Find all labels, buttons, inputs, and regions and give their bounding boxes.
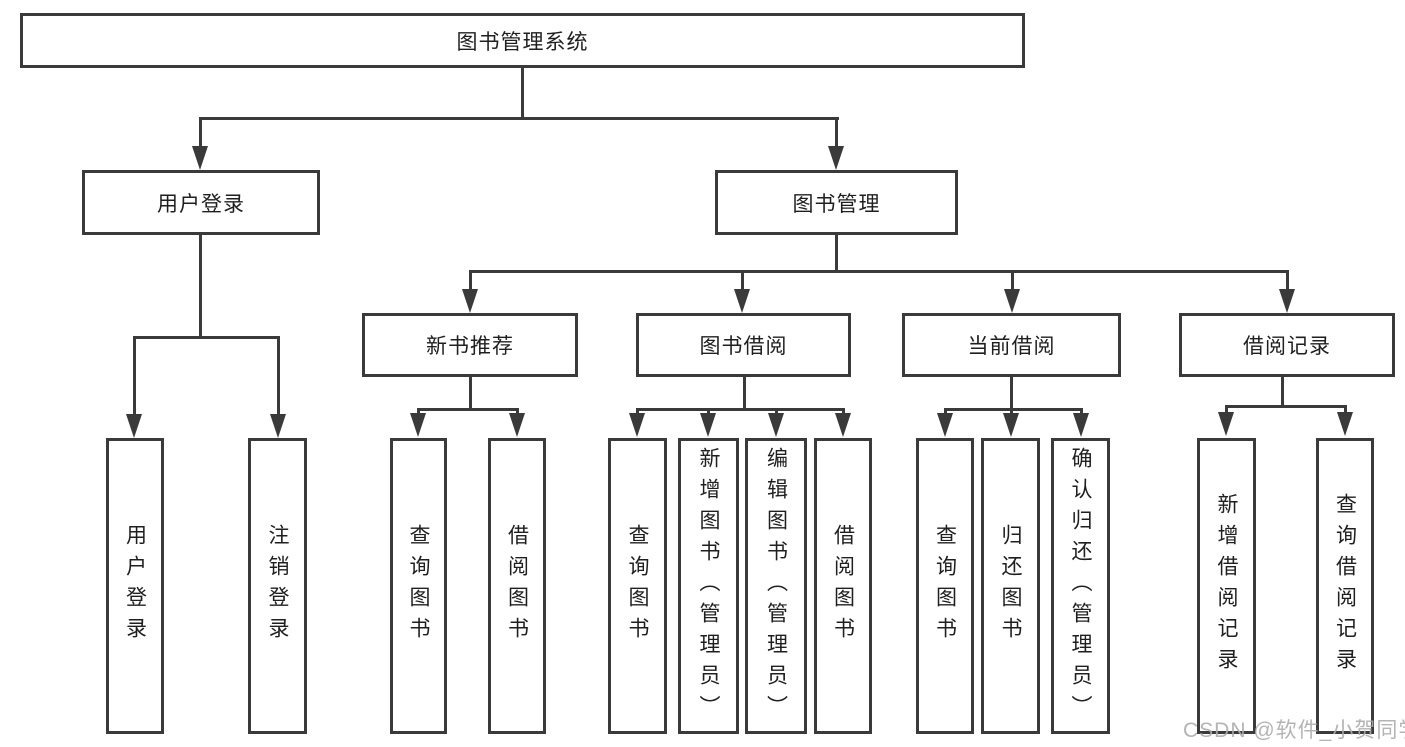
leaf-borrow-edit-book-admin: 编辑图书（管理员） [745, 438, 807, 734]
connector-line [1281, 377, 1284, 407]
leaf-borrow-query-book-label: 查询图书 [626, 524, 649, 648]
arrow-down-icon [629, 413, 645, 437]
leaf-borrow-query-book: 查询图书 [608, 438, 667, 734]
leaf-borrow-add-book-admin: 新增图书（管理员） [678, 438, 739, 734]
node-root: 图书管理系统 [20, 13, 1025, 68]
node-root-label: 图书管理系统 [456, 30, 589, 54]
connector-line [417, 408, 519, 411]
leaf-current-confirm-return-admin-label: 确认归还（管理员） [1069, 446, 1092, 726]
connector-line [1225, 405, 1228, 418]
arrow-down-icon [1279, 289, 1295, 313]
node-book-borrow-label: 图书借阅 [699, 335, 788, 358]
connector-line [743, 377, 746, 410]
leaf-records-query-record-label: 查询借阅记录 [1333, 493, 1357, 679]
leaf-newbook-query-book-label: 查询图书 [407, 524, 430, 648]
connector-line [199, 117, 839, 120]
connector-line [835, 235, 838, 272]
arrow-down-icon [828, 146, 844, 170]
connector-line [521, 68, 524, 119]
node-borrow-records-label: 借阅记录 [1243, 335, 1331, 358]
leaf-borrow-edit-book-admin-label: 编辑图书（管理员） [764, 446, 788, 726]
connector-line [944, 408, 1082, 411]
arrow-down-icon [1337, 412, 1353, 436]
node-current-borrow-label: 当前借阅 [967, 335, 1056, 358]
arrow-down-icon [509, 413, 525, 437]
connector-line [1011, 270, 1014, 295]
node-book-management-label: 图书管理 [792, 192, 881, 216]
leaf-current-return-book: 归还图书 [981, 438, 1040, 734]
leaf-records-add-record-label: 新增借阅记录 [1215, 493, 1238, 679]
connector-line [1225, 405, 1347, 408]
leaf-current-confirm-return-admin: 确认归还（管理员） [1051, 438, 1110, 734]
node-book-management: 图书管理 [715, 170, 958, 235]
connector-line [469, 270, 472, 295]
leaf-current-query-book-label: 查询图书 [933, 524, 957, 648]
node-current-borrow: 当前借阅 [902, 313, 1121, 377]
node-new-book-recommend-label: 新书推荐 [426, 335, 514, 358]
connector-line [1286, 270, 1289, 295]
node-user-login-label: 用户登录 [157, 192, 245, 216]
leaf-user-login: 用户登录 [106, 438, 164, 734]
arrow-down-icon [1073, 413, 1089, 437]
leaf-newbook-query-book: 查询图书 [390, 438, 447, 734]
node-user-login: 用户登录 [82, 170, 320, 235]
connector-line [741, 270, 744, 295]
arrow-down-icon [1004, 289, 1020, 313]
node-new-book-recommend: 新书推荐 [362, 313, 578, 377]
leaf-records-add-record: 新增借阅记录 [1197, 438, 1256, 734]
arrow-down-icon [270, 414, 286, 438]
leaf-records-query-record: 查询借阅记录 [1316, 438, 1374, 734]
connector-line [469, 377, 472, 410]
connector-line [469, 270, 1289, 273]
leaf-borrow-add-book-admin-label: 新增图书（管理员） [697, 446, 720, 726]
connector-line [277, 336, 280, 420]
watermark: CSDN @软件_小贺同学 [1183, 719, 1405, 742]
leaf-newbook-borrow-book-label: 借阅图书 [505, 524, 529, 648]
connector-line [1010, 377, 1013, 410]
leaf-current-query-book: 查询图书 [916, 438, 974, 734]
arrow-down-icon [768, 413, 784, 437]
leaf-logout-login-label: 注销登录 [266, 524, 289, 648]
connector-line [636, 408, 845, 411]
arrow-down-icon [192, 146, 208, 170]
connector-line [133, 336, 136, 420]
arrow-down-icon [700, 413, 716, 437]
node-book-borrow: 图书借阅 [636, 313, 851, 377]
connector-line [199, 117, 202, 152]
arrow-down-icon [1218, 412, 1234, 436]
leaf-borrow-borrow-book: 借阅图书 [814, 438, 872, 734]
arrow-down-icon [410, 413, 426, 437]
connector-line [835, 117, 838, 152]
arrow-down-icon [734, 289, 750, 313]
arrow-down-icon [1003, 413, 1019, 437]
arrow-down-icon [835, 413, 851, 437]
leaf-logout-login: 注销登录 [248, 438, 307, 734]
arrow-down-icon [126, 414, 142, 438]
leaf-borrow-borrow-book-label: 借阅图书 [831, 524, 855, 648]
connector-line [133, 336, 280, 339]
leaf-current-return-book-label: 归还图书 [999, 524, 1022, 648]
node-borrow-records: 借阅记录 [1179, 313, 1395, 377]
leaf-user-login-label: 用户登录 [123, 524, 147, 648]
connector-line [1344, 405, 1347, 418]
arrow-down-icon [462, 289, 478, 313]
arrow-down-icon [937, 413, 953, 437]
leaf-newbook-borrow-book: 借阅图书 [488, 438, 546, 734]
connector-line [199, 235, 202, 338]
